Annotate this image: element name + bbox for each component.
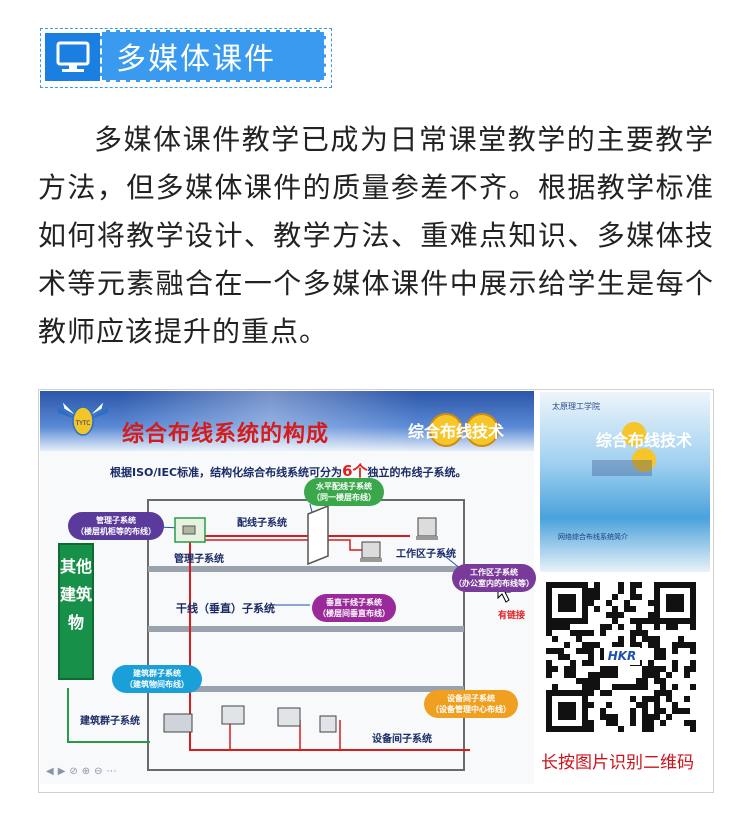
slide-subtitle: 根据ISO/IEC标准，结构化综合布线系统可分为6个独立的布线子系统。 [110,460,467,481]
intro-paragraph: 多媒体课件教学已成为日常课堂教学的主要教学方法，但多媒体课件的质量参差不齐。根据… [38,123,714,348]
svg-text:TYTC: TYTC [75,420,91,427]
pill-equipment-title: 设备间子系统 [447,694,495,703]
side-slide-thumbnail [540,392,710,572]
pill-horizontal-title: 水平配线子系统 [316,482,372,491]
pill-equipment-desc: （设备管理中心布线） [431,705,511,714]
qr-code-icon [546,582,696,732]
brand-badge [429,413,499,447]
subtitle-num: 6个 [342,462,368,480]
label-ganxian: 干线（垂直）子系统 [176,602,275,615]
pill-workarea-desc: （办公室内的布线等） [454,579,534,588]
side-title: 综合布线技术 [596,431,693,450]
pill-campus: 建筑群子系统 （建筑物间布线） [112,665,202,693]
side-footer: 网络综合布线系统简介 [558,533,628,541]
pill-horizontal: 水平配线子系统 （同一楼层布线） [304,478,384,506]
pill-admin-desc: （楼层机柜等的布线） [76,527,156,536]
pill-equipment: 设备间子系统 （设备管理中心布线） [424,690,518,718]
pill-backbone-title: 垂直干线子系统 [326,598,382,607]
header-title-box [100,30,326,82]
qr-caption: 长按图片识别二维码 [541,753,694,773]
pill-workarea: 工作区子系统 （办公室内的布线等） [452,564,536,592]
pill-horizontal-desc: （同一楼层布线） [312,493,376,502]
school-logo-icon: TYTC [58,399,108,436]
header-frame [40,28,332,88]
pill-backbone-desc: （楼层间垂直布线） [318,609,390,618]
pill-campus-desc: （建筑物间布线） [125,680,189,689]
qr-code[interactable] [537,578,705,736]
label-shebeijian: 设备间子系统 [372,734,432,745]
other-buildings-label: 其他建筑物 [58,543,94,680]
subtitle-post: 独立的布线子系统。 [367,466,467,479]
link-note[interactable]: 有链接 [498,611,526,621]
pill-backbone: 垂直干线子系统 （楼层间垂直布线） [312,594,396,622]
side-school-name: 太原理工学院 [552,402,600,411]
label-guanli: 管理子系统 [174,554,224,565]
label-jianzhuqun: 建筑群子系统 [80,716,140,727]
page-title: 多媒体课件 [116,42,276,77]
label-gongzuoqu: 工作区子系统 [396,549,456,560]
header-icon-box [45,33,101,81]
pill-campus-title: 建筑群子系统 [133,669,181,678]
pill-workarea-title: 工作区子系统 [470,568,518,577]
monitor-icon [56,41,90,72]
qr-logo: HKR [604,647,640,665]
pill-admin-title: 管理子系统 [96,516,136,525]
slide-banner-highlight [120,391,420,451]
slide-brand-text: 综合布线技术 [408,422,505,441]
slide-nav-controls[interactable]: ◀▶⊘⊕⊖⋯ [46,766,121,777]
side-circles [592,422,656,476]
pill-admin: 管理子系统 （楼层机柜等的布线） [68,512,164,540]
subtitle-pre: 根据ISO/IEC标准，结构化综合布线系统可分为 [110,466,343,479]
label-peixian: 配线子系统 [237,518,287,529]
slide-title: 综合布线系统的构成 [122,421,330,447]
